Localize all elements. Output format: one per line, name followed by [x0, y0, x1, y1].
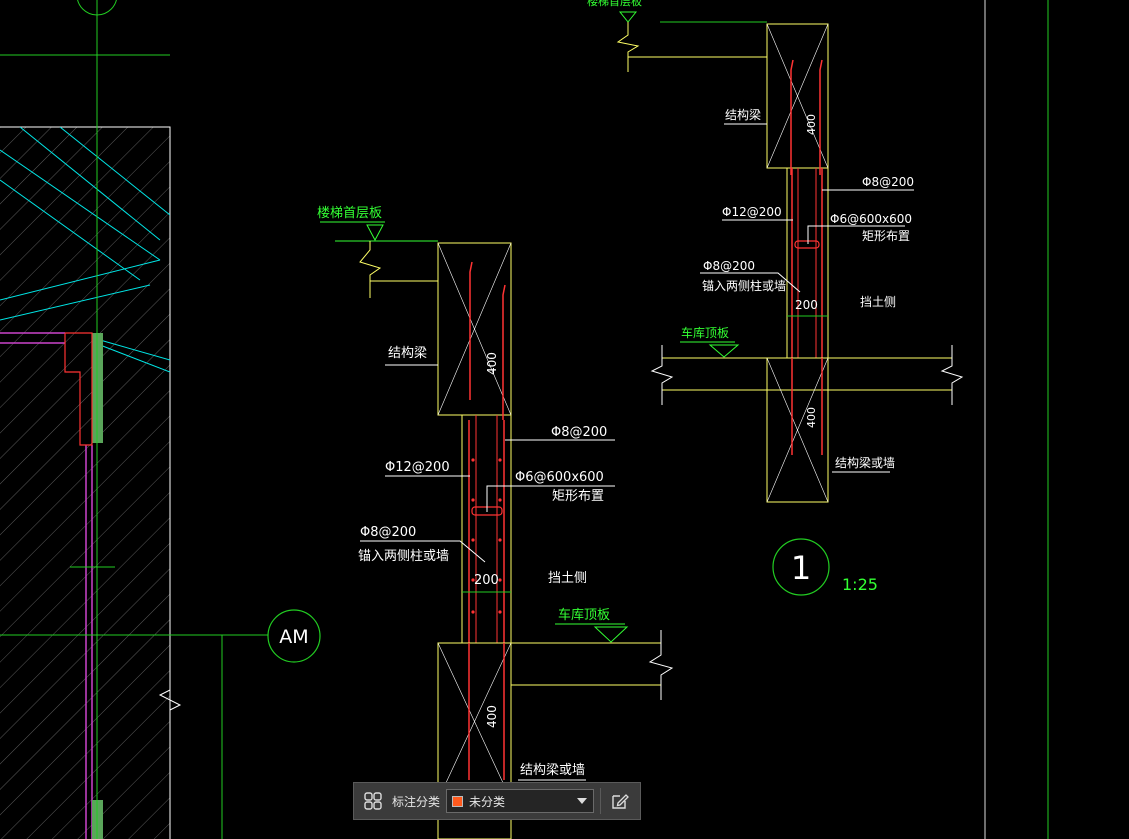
category-select[interactable]: 未分类: [446, 789, 595, 813]
frame-lines: [660, 0, 1049, 839]
wall-thickness: 200: [795, 298, 818, 312]
level-top-label: 楼梯首层板: [587, 0, 642, 8]
right-wall-detail: 楼梯首层板 400 结构梁 Φ8@200 Φ12@200 Φ6@600x600 …: [587, 0, 964, 503]
axis-bubble-am: AM: [267, 609, 321, 663]
level-bottom-label: 车库顶板: [681, 325, 729, 340]
left-wall-detail: 楼梯首层板 400 结构梁 Φ8@200 Φ12@200: [317, 206, 674, 839]
stirrup-label: Φ8@200: [862, 175, 914, 189]
left-hatched-section: [0, 0, 268, 839]
chevron-down-icon[interactable]: [577, 798, 588, 804]
tie-label: Φ6@600x600: [830, 212, 912, 226]
axis-label: AM: [279, 626, 308, 648]
bottom-beam-label: 结构梁或墙: [835, 455, 895, 470]
beam-dim: 400: [485, 352, 499, 375]
category-color-swatch: [452, 795, 464, 807]
soil-side-label: 挡土侧: [548, 571, 587, 586]
tie-note: 矩形布置: [862, 229, 910, 243]
beam-dim: 400: [805, 114, 818, 135]
tie-note: 矩形布置: [552, 489, 604, 504]
tie-label: Φ6@600x600: [515, 470, 604, 485]
bottom-beam-dim: 400: [805, 407, 818, 428]
detail-bubble: 1 1:25: [772, 538, 878, 596]
grid-icon[interactable]: [360, 788, 386, 814]
annotation-category-toolbar: 标注分类 未分类: [353, 782, 641, 820]
edit-icon[interactable]: [607, 788, 633, 814]
soil-side-label: 挡土侧: [860, 295, 896, 309]
anchor-note: 锚入两侧柱或墙: [702, 278, 786, 293]
level-bottom-label: 车库顶板: [558, 607, 610, 623]
toolbar-divider: [600, 788, 602, 814]
level-top-label: 楼梯首层板: [317, 206, 382, 221]
beam-label: 结构梁: [725, 107, 761, 122]
detail-scale: 1:25: [842, 575, 878, 594]
vertical-bar-label: Φ12@200: [722, 205, 782, 219]
toolbar-label: 标注分类: [392, 794, 441, 809]
anchor-note: 锚入两侧柱或墙: [358, 549, 449, 564]
beam-label: 结构梁: [388, 346, 427, 361]
detail-number: 1: [791, 549, 811, 587]
anchor-bar-label: Φ8@200: [703, 259, 755, 273]
bottom-beam-label: 结构梁或墙: [520, 763, 585, 778]
anchor-bar-label: Φ8@200: [360, 525, 416, 540]
stirrup-label: Φ8@200: [551, 425, 607, 440]
category-selected-value: 未分类: [469, 794, 506, 809]
bottom-beam-dim: 400: [485, 705, 499, 728]
wall-thickness: 200: [474, 573, 499, 588]
vertical-bar-label: Φ12@200: [385, 460, 450, 475]
